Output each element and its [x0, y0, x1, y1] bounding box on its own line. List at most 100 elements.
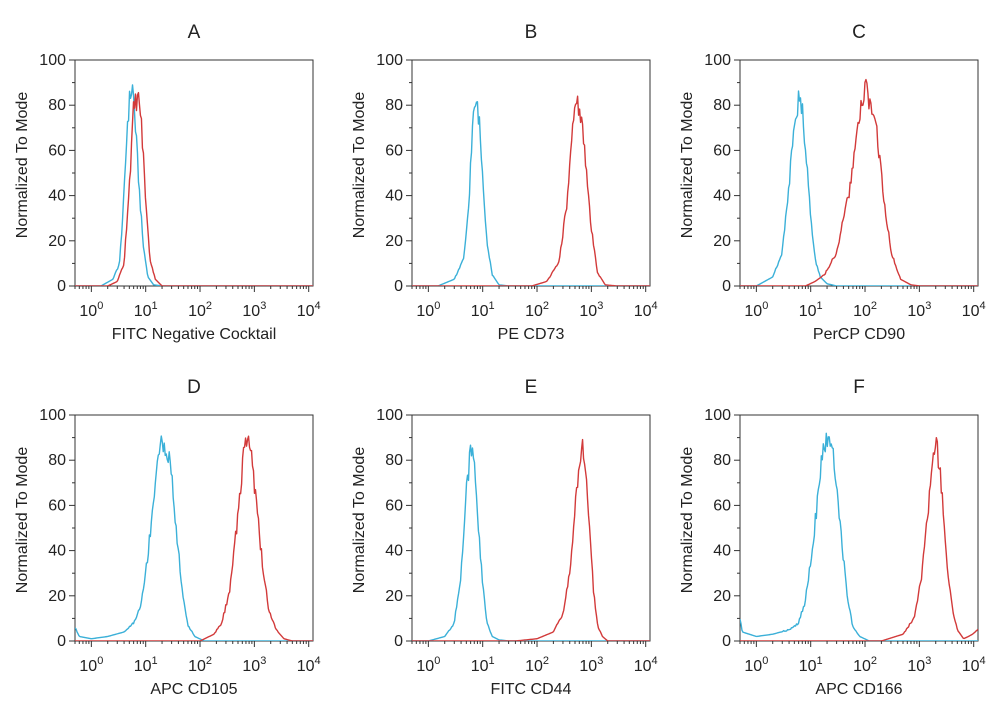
- x-tick-label: 101: [471, 655, 495, 675]
- y-tick-label: 0: [722, 633, 731, 650]
- x-tick-label: 101: [134, 300, 158, 320]
- y-tick-label: 60: [385, 142, 403, 159]
- x-tick-label: 102: [853, 655, 877, 675]
- plot-frame: [739, 414, 979, 642]
- x-tick-label: 100: [416, 655, 440, 675]
- control-histogram-line: [740, 90, 978, 286]
- x-tick-label: 103: [907, 655, 931, 675]
- x-tick-label: 103: [242, 300, 266, 320]
- y-tick-label: 40: [713, 188, 731, 205]
- x-axis-label: PE CD73: [498, 326, 565, 343]
- panel-title: C: [852, 22, 866, 43]
- y-tick-label: 0: [57, 633, 66, 650]
- x-tick-label: 100: [416, 300, 440, 320]
- y-tick-label: 20: [385, 588, 403, 605]
- y-tick-label: 100: [376, 52, 403, 69]
- y-axis-label: Normalized To Mode: [351, 447, 368, 594]
- control-histogram-line: [75, 435, 313, 641]
- control-histogram-line: [412, 444, 650, 641]
- y-tick-label: 100: [376, 407, 403, 424]
- y-tick-label: 40: [48, 543, 66, 560]
- y-tick-label: 20: [48, 233, 66, 250]
- y-tick-label: 40: [385, 188, 403, 205]
- x-tick-label: 102: [188, 655, 212, 675]
- y-tick-label: 80: [48, 452, 66, 469]
- x-axis-label: PerCP CD90: [813, 326, 905, 343]
- y-axis-label: Normalized To Mode: [14, 92, 31, 239]
- y-tick-label: 60: [48, 497, 66, 514]
- y-tick-label: 20: [713, 233, 731, 250]
- x-tick-label: 100: [79, 655, 103, 675]
- y-tick-label: 40: [713, 543, 731, 560]
- x-tick-label: 104: [634, 300, 658, 320]
- x-tick-label: 100: [744, 655, 768, 675]
- x-tick-label: 103: [242, 655, 266, 675]
- x-tick-label: 103: [579, 300, 603, 320]
- x-tick-label: 104: [634, 655, 658, 675]
- plot-frame: [411, 414, 651, 642]
- plot-frame: [739, 59, 979, 287]
- y-tick-label: 0: [57, 278, 66, 295]
- y-tick-label: 100: [704, 407, 731, 424]
- plot-frame: [411, 59, 651, 287]
- x-tick-label: 100: [744, 300, 768, 320]
- x-tick-label: 102: [853, 300, 877, 320]
- x-tick-label: 101: [471, 300, 495, 320]
- y-tick-label: 0: [394, 278, 403, 295]
- y-tick-label: 80: [713, 452, 731, 469]
- stained-histogram-line: [412, 438, 650, 641]
- x-axis-label: FITC Negative Cocktail: [112, 326, 277, 343]
- x-tick-label: 102: [525, 655, 549, 675]
- y-tick-label: 20: [48, 588, 66, 605]
- y-tick-label: 100: [39, 407, 66, 424]
- panel-title: D: [187, 377, 201, 398]
- stained-histogram-line: [740, 437, 978, 641]
- control-histogram-line: [412, 101, 650, 286]
- y-axis-label: Normalized To Mode: [679, 92, 696, 239]
- x-tick-label: 103: [579, 655, 603, 675]
- x-tick-label: 102: [188, 300, 212, 320]
- y-tick-label: 80: [713, 97, 731, 114]
- control-histogram-line: [75, 84, 313, 286]
- stained-histogram-line: [75, 91, 313, 286]
- x-tick-label: 104: [297, 655, 321, 675]
- y-axis-label: Normalized To Mode: [351, 92, 368, 239]
- x-tick-label: 100: [79, 300, 103, 320]
- panel-title: B: [525, 22, 538, 43]
- y-tick-label: 40: [48, 188, 66, 205]
- y-axis-label: Normalized To Mode: [14, 447, 31, 594]
- y-tick-label: 20: [713, 588, 731, 605]
- x-axis-label: FITC CD44: [491, 681, 572, 698]
- panel-title: A: [188, 22, 201, 43]
- y-tick-label: 20: [385, 233, 403, 250]
- control-histogram-line: [740, 432, 978, 641]
- x-tick-label: 101: [134, 655, 158, 675]
- y-tick-label: 0: [394, 633, 403, 650]
- stained-histogram-line: [740, 78, 978, 286]
- x-axis-label: APC CD166: [815, 681, 902, 698]
- x-tick-label: 102: [525, 300, 549, 320]
- y-tick-label: 0: [722, 278, 731, 295]
- x-tick-label: 101: [799, 300, 823, 320]
- x-axis-label: APC CD105: [150, 681, 237, 698]
- panel-title: F: [853, 377, 865, 398]
- stained-histogram-line: [75, 435, 313, 641]
- x-tick-label: 101: [799, 655, 823, 675]
- x-tick-label: 104: [962, 300, 986, 320]
- x-tick-label: 103: [907, 300, 931, 320]
- y-tick-label: 100: [39, 52, 66, 69]
- y-tick-label: 80: [385, 97, 403, 114]
- plot-frame: [74, 59, 314, 287]
- plot-frame: [74, 414, 314, 642]
- histogram-panel-B: B 0 20 40 60 80 100 100 101 102 103 104 PE CD73 Norma…: [351, 22, 658, 343]
- y-tick-label: 60: [713, 497, 731, 514]
- x-tick-label: 104: [962, 655, 986, 675]
- y-tick-label: 60: [713, 142, 731, 159]
